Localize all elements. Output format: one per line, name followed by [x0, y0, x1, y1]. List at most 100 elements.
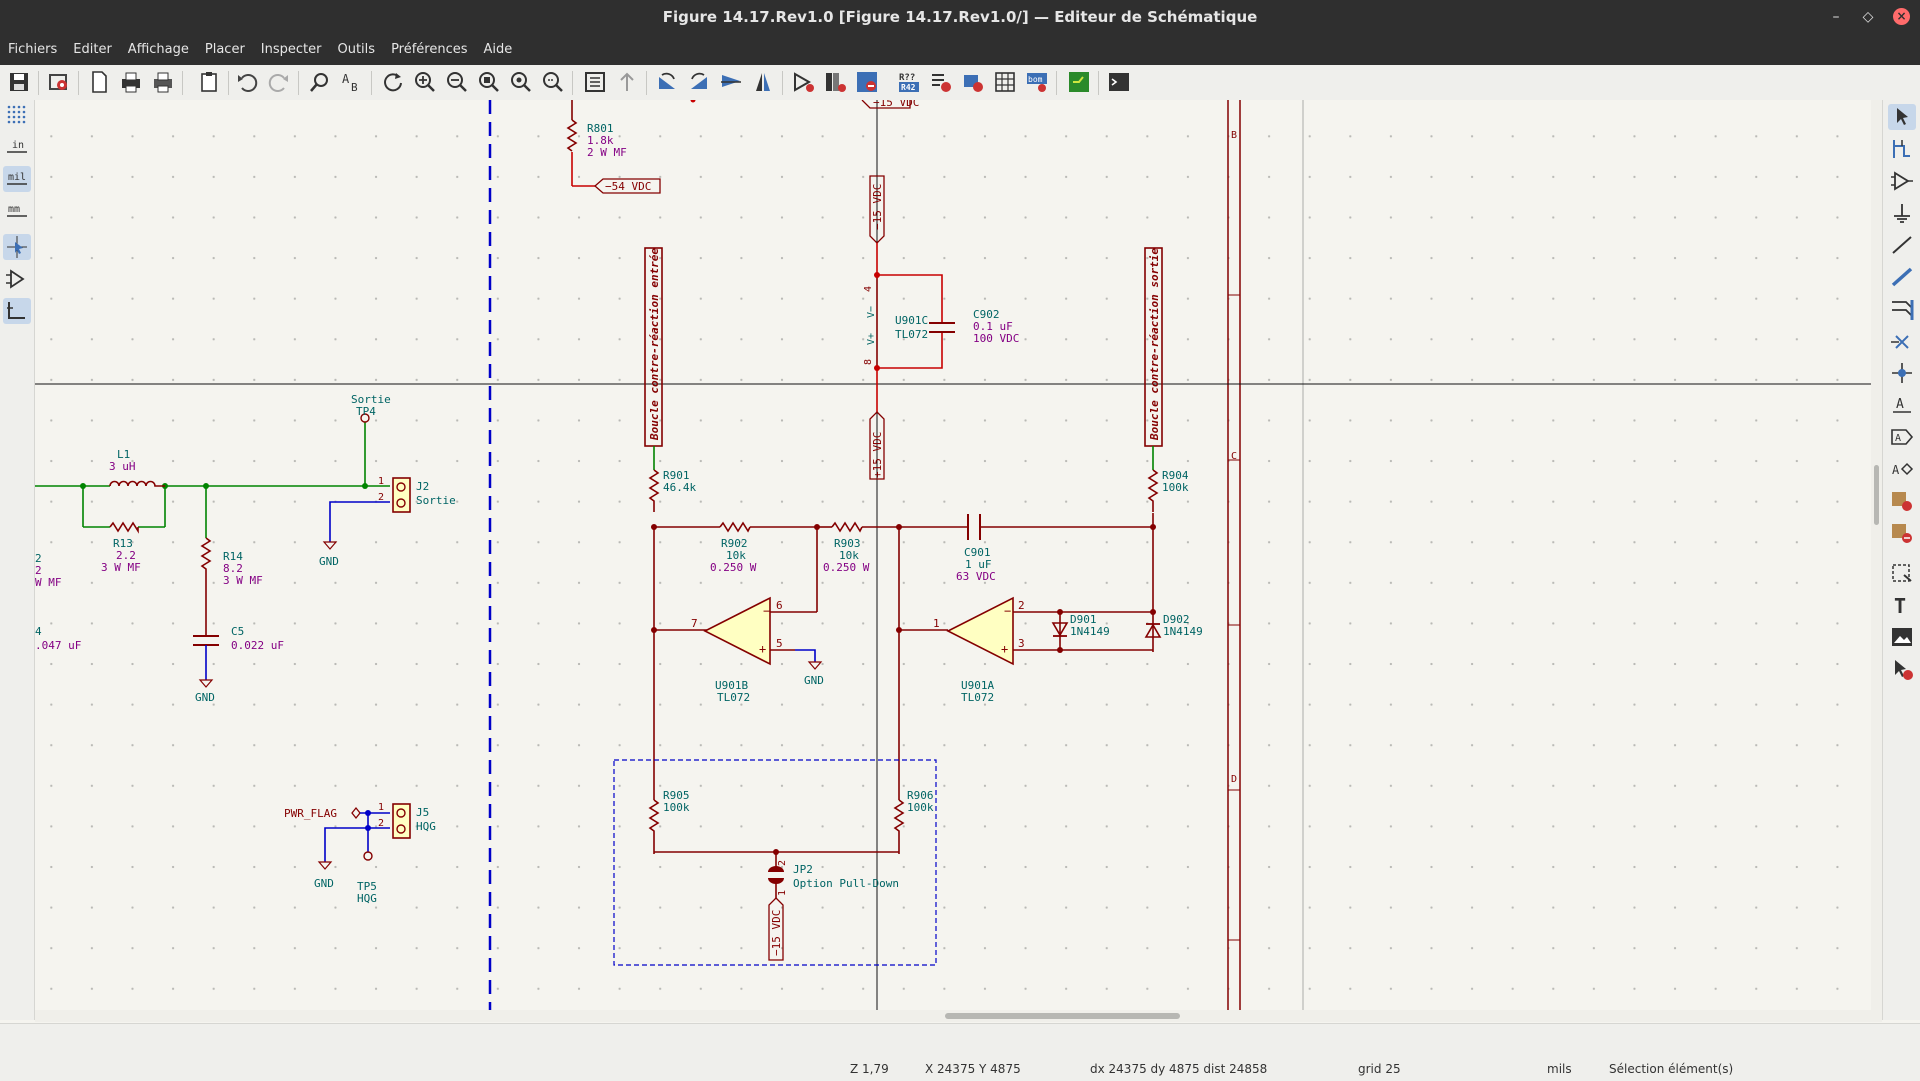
hidden-pins-icon[interactable] — [3, 266, 31, 292]
c902-capacitor[interactable]: C902 0.1 uF 100 VDC — [877, 274, 1019, 369]
jp2-jumper[interactable]: 2 1 JP2 Option Pull-Down — [768, 852, 899, 898]
r14-resistor[interactable]: R14 8.2 3 W MF — [200, 537, 263, 597]
undo-icon[interactable] — [234, 69, 260, 95]
menu-affichage[interactable]: Affichage — [127, 42, 189, 57]
u901c-opamp-power[interactable]: 4 8 V− V+ U901C TL072 — [863, 272, 928, 371]
u901a-opamp[interactable]: − + 1 2 3 U901A TL072 — [933, 596, 1153, 704]
global-label-icon[interactable]: A — [1888, 424, 1916, 450]
gnd-j5[interactable]: GND — [314, 861, 334, 890]
import-sheet-pin-icon[interactable] — [1888, 520, 1916, 546]
zoom-selection-icon[interactable] — [540, 69, 566, 95]
label-feedback-out[interactable]: Boucle contre-réaction sortie — [1144, 247, 1163, 447]
r903-resistor[interactable]: R903 10k 0.250 W — [823, 521, 870, 574]
gnd-c5[interactable]: GND — [195, 679, 215, 704]
r904-resistor[interactable]: R904 100k — [1147, 469, 1189, 512]
c5-capacitor[interactable]: C5 0.022 uF — [193, 597, 284, 680]
add-symbol-icon[interactable] — [1888, 168, 1916, 194]
maximize-button[interactable]: ◇ — [1862, 9, 1874, 25]
add-text-icon[interactable]: T — [1888, 592, 1916, 618]
j2-connector[interactable]: 1 2 J2 Sortie — [378, 476, 456, 513]
page-settings-icon[interactable] — [86, 69, 112, 95]
mirror-horizontal-icon[interactable] — [750, 69, 776, 95]
add-wire-icon[interactable] — [1888, 232, 1916, 258]
symbol-editor-icon[interactable] — [790, 69, 816, 95]
paste-icon[interactable] — [196, 69, 222, 95]
hierarchical-label-icon[interactable]: A — [1888, 456, 1916, 482]
menu-inspecter[interactable]: Inspecter — [260, 42, 322, 57]
print-icon[interactable] — [118, 69, 144, 95]
save-icon[interactable] — [6, 69, 32, 95]
r801-resistor[interactable]: R801 1.8k 2 W MF — [566, 100, 627, 187]
hierarchy-navigator-icon[interactable] — [582, 69, 608, 95]
cursor-shape-icon[interactable] — [3, 234, 31, 260]
u901b-opamp[interactable]: − + 7 6 5 U901B TL072 — [691, 596, 800, 704]
pwr-minus15-vertical-label[interactable]: −15 VDC — [869, 175, 885, 244]
c901-capacitor[interactable]: C901 1 uF 63 VDC — [956, 514, 996, 583]
delete-tool-icon[interactable] — [1888, 656, 1916, 682]
bus-entry-icon[interactable] — [1888, 296, 1916, 322]
schematic-canvas[interactable]: B C D R801 1.8k 2 W MF −54 VDC −15 VDC −… — [35, 100, 1871, 1010]
bom-table-icon[interactable] — [992, 69, 1018, 95]
menu-preferences[interactable]: Préférences — [391, 42, 468, 57]
schematic-setup-icon[interactable] — [46, 69, 72, 95]
redo-icon[interactable] — [266, 69, 292, 95]
pcb-editor-icon[interactable] — [1066, 69, 1092, 95]
r906-resistor[interactable]: R906 100k — [893, 789, 934, 854]
no-connect-icon[interactable] — [1888, 328, 1916, 354]
leave-sheet-icon[interactable] — [614, 69, 640, 95]
zoom-in-icon[interactable] — [412, 69, 438, 95]
r902-resistor[interactable]: R902 10k 0.250 W — [710, 521, 757, 574]
l1-inductor[interactable]: L1 3 uH — [109, 448, 165, 487]
menu-aide[interactable]: Aide — [483, 42, 513, 57]
annotate-r42-icon[interactable]: R??R42 — [896, 69, 922, 95]
rotate-cw-icon[interactable] — [686, 69, 712, 95]
mirror-vertical-icon[interactable] — [718, 69, 744, 95]
highlight-net-icon[interactable] — [1888, 136, 1916, 162]
fields-editor-icon[interactable] — [960, 69, 986, 95]
find-icon[interactable] — [307, 69, 333, 95]
unit-mm-button[interactable]: mm — [3, 198, 31, 224]
pwr-minus54-label[interactable]: −54 VDC — [594, 178, 661, 194]
bom-icon[interactable]: bom — [1024, 69, 1050, 95]
net-label-icon[interactable]: A — [1888, 392, 1916, 418]
pwr-minus15-top-label[interactable]: −15 VDC — [690, 100, 920, 109]
zoom-out-icon[interactable] — [444, 69, 470, 95]
tp5-testpoint[interactable]: TP5 HQG — [357, 851, 377, 905]
pwr-plus15-vertical-label[interactable]: +15 VDC — [869, 411, 885, 480]
r13-resistor[interactable]: R13 2.2 3 W MF — [101, 521, 141, 574]
add-power-icon[interactable] — [1888, 200, 1916, 226]
menu-editer[interactable]: Editer — [73, 42, 112, 57]
d901-diode[interactable]: D901 1N4149 — [1051, 609, 1110, 653]
menu-placer[interactable]: Placer — [204, 42, 245, 57]
add-sheet-icon[interactable] — [1888, 488, 1916, 514]
annotate-icon[interactable] — [854, 69, 880, 95]
zoom-objects-icon[interactable] — [508, 69, 534, 95]
r905-resistor[interactable]: R905 100k — [648, 789, 690, 854]
rotate-ccw-icon[interactable] — [654, 69, 680, 95]
menu-outils[interactable]: Outils — [337, 42, 376, 57]
vertical-scroll-thumb[interactable] — [1874, 465, 1879, 525]
d902-diode[interactable]: D902 1N4149 — [1144, 609, 1203, 638]
pwr-minus15-bottom-label[interactable]: −15 VDC — [768, 897, 784, 961]
unit-inches-button[interactable]: in — [3, 134, 31, 160]
gnd-j2[interactable]: GND — [319, 501, 390, 568]
add-bus-icon[interactable] — [1888, 264, 1916, 290]
menu-fichiers[interactable]: Fichiers — [8, 42, 58, 57]
zoom-fit-icon[interactable] — [476, 69, 502, 95]
refresh-icon[interactable] — [380, 69, 406, 95]
symbol-library-icon[interactable] — [822, 69, 848, 95]
select-arrow-icon[interactable] — [1888, 104, 1916, 130]
junction-icon[interactable] — [1888, 360, 1916, 386]
horizontal-scroll-thumb[interactable] — [945, 1013, 1180, 1019]
vertical-scrollbar[interactable] — [1871, 100, 1882, 1022]
scripting-console-icon[interactable] — [1106, 69, 1132, 95]
unit-mils-button[interactable]: mil — [3, 166, 31, 192]
horizontal-scrollbar[interactable] — [35, 1010, 1871, 1022]
add-image-icon[interactable] — [1888, 624, 1916, 650]
label-feedback-in[interactable]: Boucle contre-réaction entrée — [644, 247, 663, 447]
plot-icon[interactable] — [150, 69, 176, 95]
j5-connector[interactable]: 1 2 J5 HQG — [378, 802, 436, 839]
wire-angle-icon[interactable] — [3, 298, 31, 324]
minimize-button[interactable]: – — [1832, 9, 1840, 25]
